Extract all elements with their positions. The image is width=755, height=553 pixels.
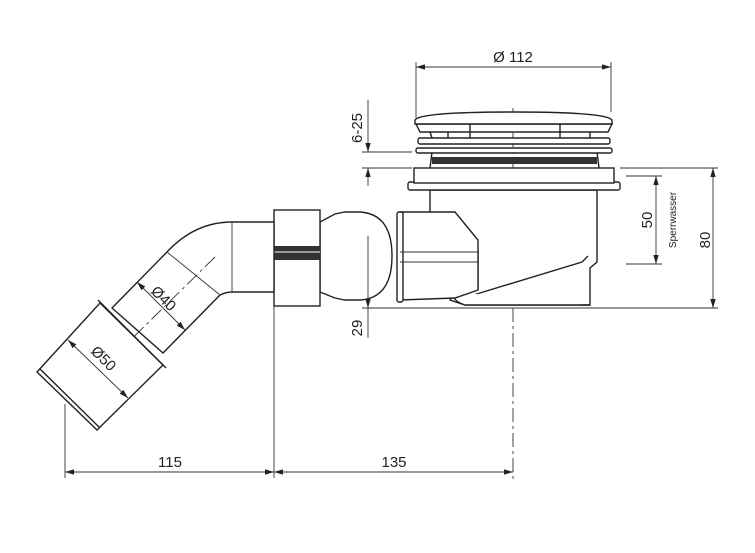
cover-diameter-label: Ø 112 (493, 49, 533, 66)
water-seal-label: 50 (639, 212, 656, 229)
trap-connector (319, 211, 479, 303)
total-height-label: 80 (697, 232, 714, 249)
outlet-height-label: 29 (349, 320, 366, 337)
outlet-length-label: 115 (158, 454, 182, 471)
dimension-horizontal: 115 135 (64, 306, 513, 478)
dimension-outlet-height: 29 (349, 236, 590, 338)
dimension-adjust-range: 6-25 (349, 100, 412, 186)
dimension-cover-diameter: Ø 112 (415, 49, 612, 118)
dimension-total-height: 80 (590, 167, 718, 309)
elbow-pipe (99, 221, 275, 371)
drain-body (407, 111, 621, 306)
center-distance-label: 135 (381, 454, 406, 471)
union-nut (273, 209, 321, 307)
adjust-range-label: 6-25 (349, 113, 366, 143)
dimension-water-seal: 50 Sperrwasser (626, 175, 679, 265)
pipe-sleeve (36, 299, 167, 431)
water-seal-caption: Sperrwasser (668, 191, 679, 248)
